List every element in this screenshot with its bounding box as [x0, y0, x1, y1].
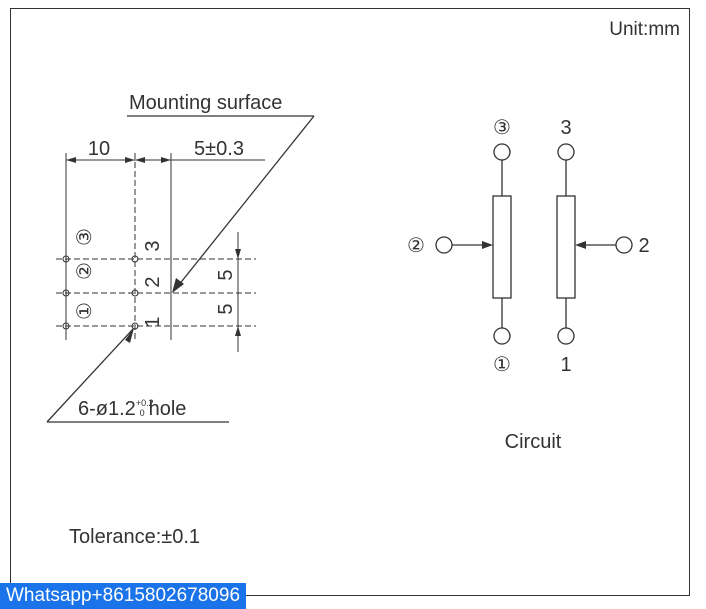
pin-label-circled-1: ①	[74, 302, 96, 320]
circuit-right: 3 1 2	[556, 117, 650, 376]
terminal-icon	[615, 236, 633, 254]
resistor-body	[492, 195, 512, 299]
unit-label: Unit:mm	[609, 19, 680, 40]
terminal-icon	[557, 143, 575, 161]
hole	[131, 322, 139, 330]
wiper-arrow	[575, 241, 586, 249]
pin-label-2: 2	[142, 276, 164, 287]
hole	[131, 289, 139, 297]
hole	[62, 289, 70, 297]
circuit-right-top-label: 3	[560, 117, 571, 139]
watermark-banner: Whatsapp+8615802678096	[0, 583, 247, 609]
dim-vertical-arrow-2	[235, 326, 241, 336]
circuit-left-wiper-label: ②	[407, 235, 425, 257]
circuit-left: ③ ① ②	[407, 117, 512, 376]
pin-label-circled-3: ③	[74, 228, 96, 246]
hole-array	[62, 255, 139, 330]
hole	[62, 322, 70, 330]
circuit-right-bottom-label: 1	[560, 354, 571, 376]
terminal-icon	[493, 327, 511, 345]
hole-leader-line	[46, 328, 134, 423]
mounting-surface-label: Mounting surface	[129, 92, 282, 114]
hole	[131, 255, 139, 263]
pin-label-1: 1	[142, 316, 164, 327]
dim-vertical-arrow-1	[235, 249, 241, 259]
hole-label-suffix: hole	[149, 398, 187, 420]
hole	[62, 255, 70, 263]
circuit-right-wiper-label: 2	[638, 235, 649, 257]
pin-label-3: 3	[142, 240, 164, 251]
dim-10-label: 10	[88, 138, 110, 160]
mounting-leader-line	[173, 115, 315, 292]
circuit-left-top-label: ③	[493, 117, 511, 139]
hole-leader-arrow	[125, 328, 134, 343]
terminal-icon	[493, 143, 511, 161]
drawing-frame	[10, 8, 690, 596]
tolerance-label: Tolerance:±0.1	[69, 526, 200, 548]
dim-5-label: 5±0.3	[194, 138, 244, 160]
terminal-icon	[557, 327, 575, 345]
terminal-icon	[435, 236, 453, 254]
wiper-arrow	[482, 241, 493, 249]
dim-10-arrow-left	[66, 157, 76, 163]
resistor-body	[556, 195, 576, 299]
hole-label-prefix: 6-ø1.2	[78, 398, 136, 420]
dim-5-arrow-right	[161, 157, 171, 163]
pin-label-circled-2: ②	[74, 262, 96, 280]
circuit-left-bottom-label: ①	[493, 354, 511, 376]
dim-pitch-b-label: 5	[215, 303, 237, 314]
dim-pitch-a-label: 5	[215, 269, 237, 280]
dim-5-arrow-left	[135, 157, 145, 163]
mounting-leader-arrow	[172, 278, 184, 293]
hole-label-tol-upper: +0.2	[136, 398, 154, 408]
circuit-title: Circuit	[505, 431, 562, 453]
hole-label-tol-lower: 0	[140, 408, 145, 418]
dim-10-arrow-right	[125, 157, 135, 163]
